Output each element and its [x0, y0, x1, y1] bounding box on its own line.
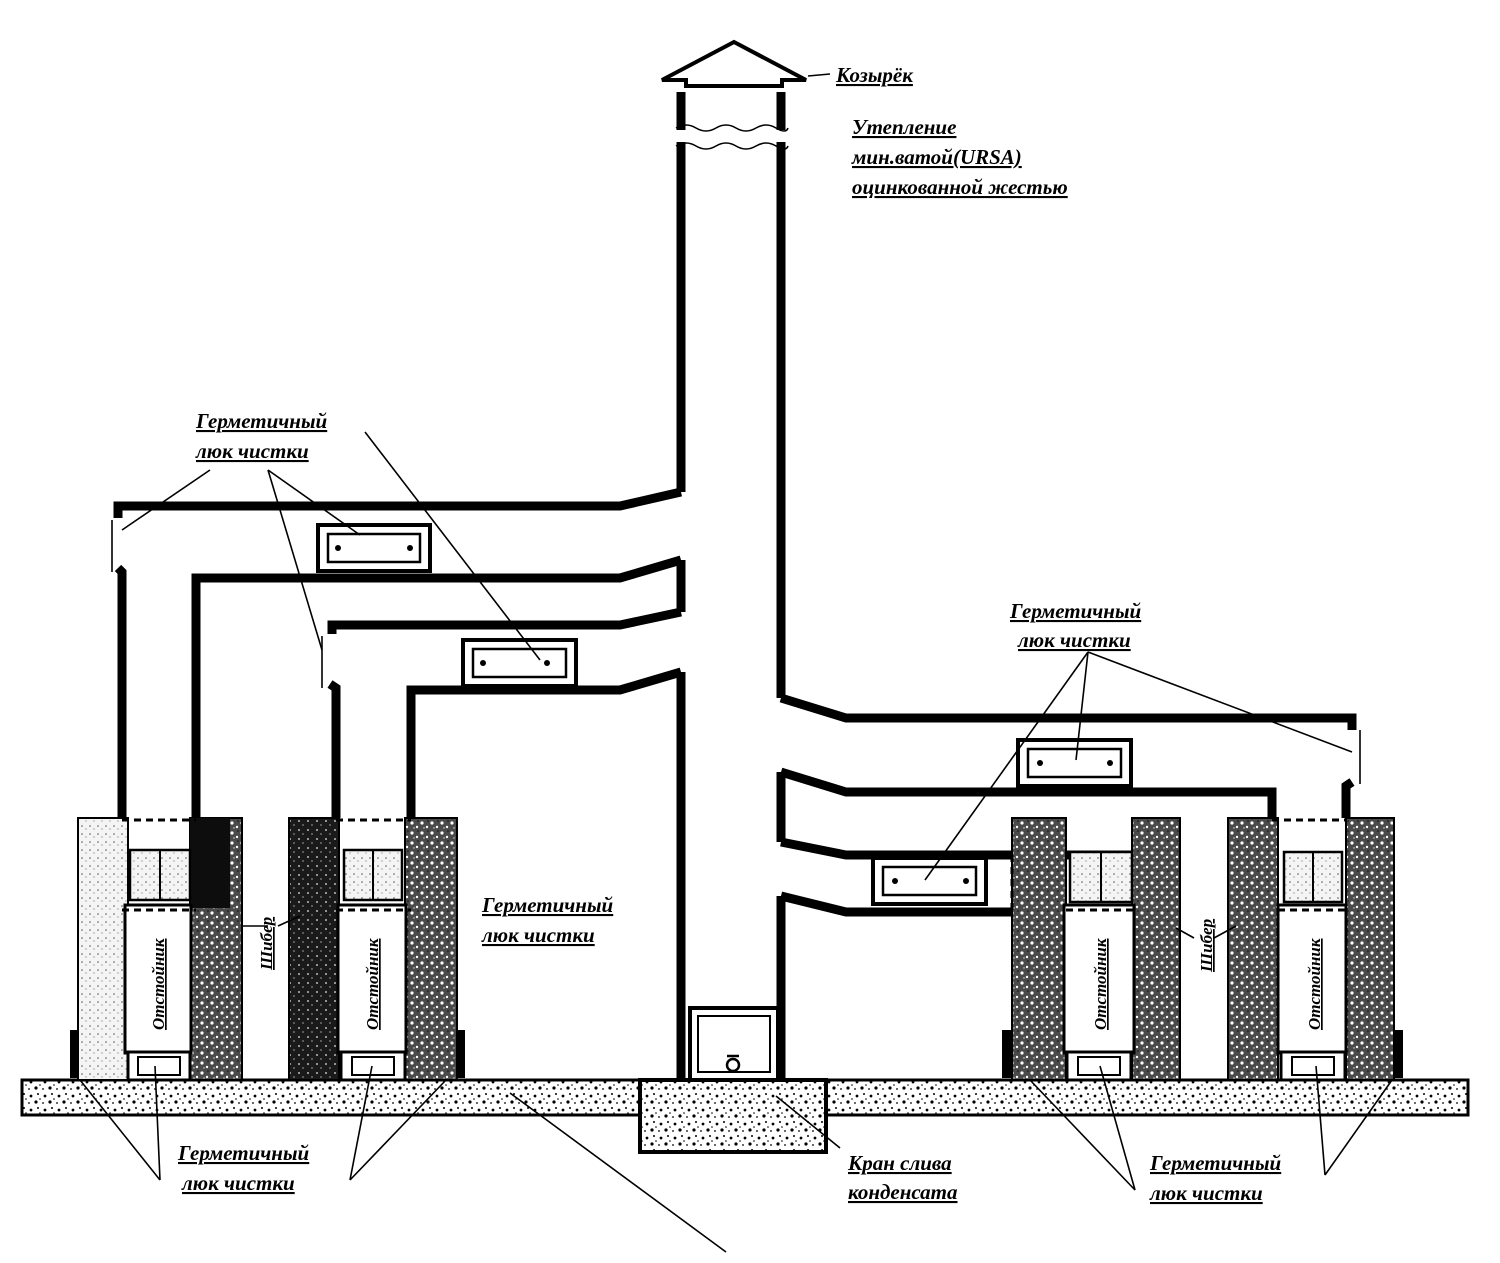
- hatch-label-bottom-left-line2: люк чистки: [181, 1171, 295, 1195]
- hatch-label-bottom-right-line1: Герметичный: [1149, 1151, 1281, 1175]
- insulation-label-line2: мин.ватой(URSA): [851, 145, 1022, 169]
- settler-label-right-2: Отстойник: [1305, 938, 1324, 1030]
- left-unit-1: [70, 817, 243, 1082]
- hatch-label-middle-line2: люк чистки: [481, 923, 595, 947]
- condensate-pit: [638, 1078, 828, 1154]
- damper-label-right: Шибер: [1197, 919, 1216, 973]
- hatch-label-right-line1: Герметичный: [1009, 599, 1141, 623]
- hatch-right-upper: [1016, 738, 1133, 788]
- left-unit-2: [288, 817, 465, 1082]
- hatch-left-upper: [316, 523, 432, 573]
- hatch-label-bottom-right-line2: люк чистки: [1149, 1181, 1263, 1205]
- settler-label-left-1: Отстойник: [149, 938, 168, 1030]
- settler-label-left-2: Отстойник: [363, 938, 382, 1030]
- chimney-cap: [661, 39, 807, 150]
- hatch-label-top-left-line1: Герметичный: [195, 409, 327, 433]
- right-flue-1: [779, 693, 1361, 818]
- right-unit-1: [1002, 817, 1181, 1082]
- insulation-label-line1: Утепление: [852, 115, 956, 139]
- hatch-right-lower: [871, 856, 988, 906]
- hatches: [316, 523, 1133, 906]
- hatch-label-middle-line1: Герметичный: [481, 893, 613, 917]
- damper-label-left: Шибер: [257, 917, 276, 971]
- cap-label: Козырёк: [835, 63, 914, 87]
- drain-label-line2: конденсата: [848, 1180, 958, 1204]
- insulation-label-line3: оцинкованной жестью: [852, 175, 1068, 199]
- hatch-label-top-left-line2: люк чистки: [195, 439, 309, 463]
- settler-label-right-1: Отстойник: [1091, 938, 1110, 1030]
- left-flue-2: [321, 607, 683, 818]
- hatch-label-bottom-left-line1: Герметичный: [177, 1141, 309, 1165]
- condensate-drain: [688, 1006, 780, 1082]
- settler-right-1: [1062, 903, 1136, 1055]
- drain-label-line1: Кран слива: [847, 1151, 952, 1175]
- left-flue-1: [111, 487, 683, 818]
- right-unit-2: [1227, 817, 1403, 1082]
- settler-left-1: [123, 903, 193, 1055]
- chimney-trunk: [676, 142, 786, 1080]
- hatch-left-lower: [461, 638, 578, 688]
- hatch-label-right-line2: люк чистки: [1017, 628, 1131, 652]
- leader-lines: [79, 73, 1393, 1253]
